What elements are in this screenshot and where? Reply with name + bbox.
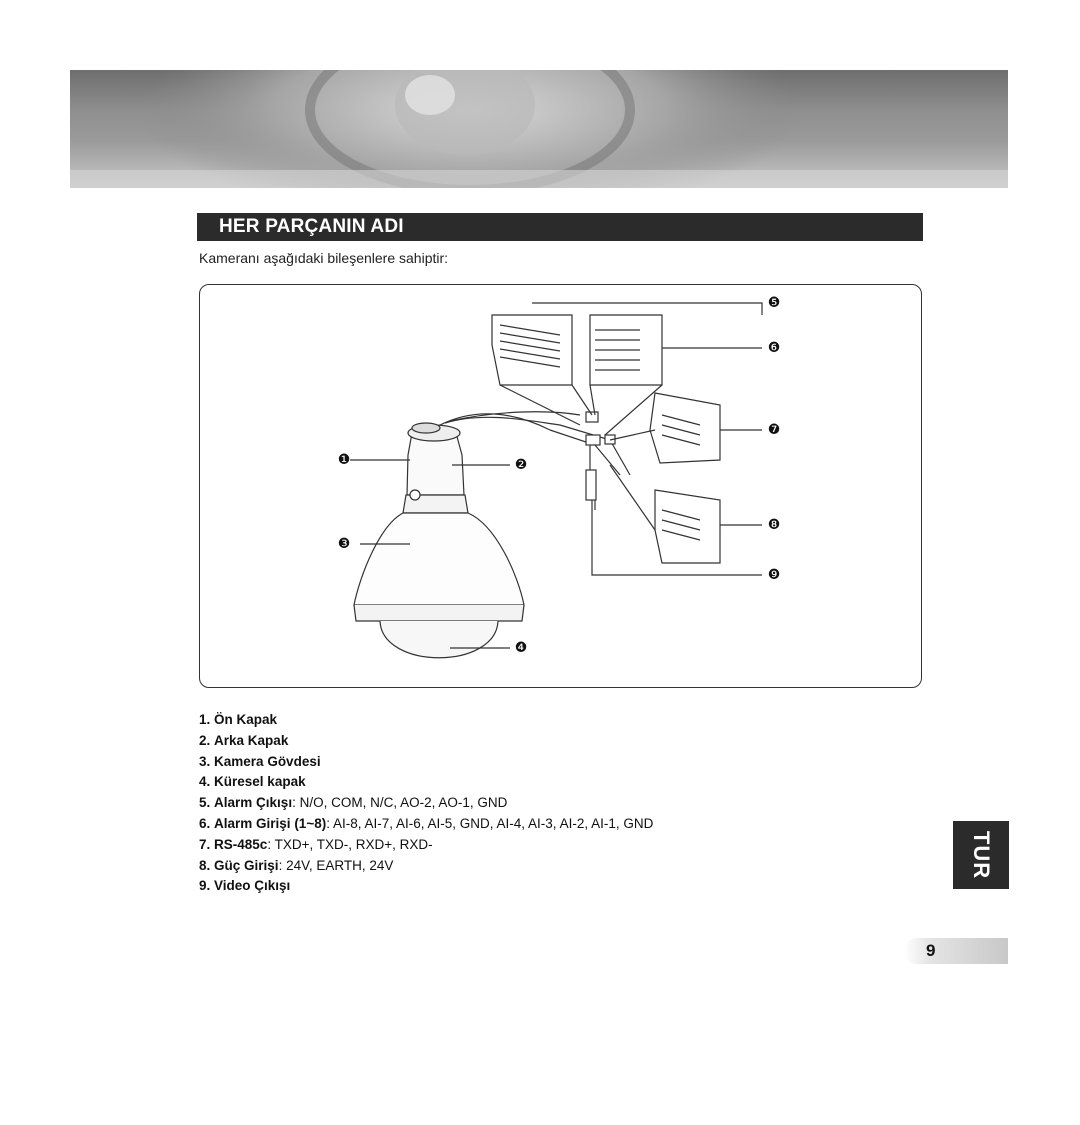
list-item: 1. Ön Kapak [199,712,278,727]
callout-2: ❷ [515,457,528,473]
page-number: 9 [904,938,1008,964]
header-banner-photo [70,70,1008,188]
language-tab: TUR [953,821,1009,889]
list-item: 2. Arka Kapak [199,732,289,748]
callout-4: ❹ [515,640,528,656]
list-item: 6. Alarm Girişi (1~8): AI-8, AI-7, AI-6,… [199,815,654,831]
list-item: 8. Güç Girişi: 24V, EARTH, 24V [199,857,394,873]
callout-1: ❶ [338,452,351,468]
callout-7: ❼ [768,422,781,438]
list-item: 7. RS-485c: TXD+, TXD-, RXD+, RXD- [199,836,433,852]
camera-parts-diagram: ❶ ❷ ❸ ❹ ❺ ❻ ❼ ❽ ❾ [199,284,922,688]
callout-8: ❽ [768,517,781,533]
list-item: 4. Küresel kapak [199,774,306,790]
callout-9: ❾ [768,567,781,583]
callout-6: ❻ [768,340,781,356]
callout-5: ❺ [768,295,781,311]
callout-3: ❸ [338,536,351,552]
parts-list: 1. Ön Kapak 2. Arka Kapak 3. Kamera Gövd… [199,710,653,897]
section-title: HER PARÇANIN ADI [197,213,923,241]
list-item: 5. Alarm Çıkışı: N/O, COM, N/C, AO-2, AO… [199,795,508,811]
intro-text: Kameranı aşağıdaki bileşenlere sahiptir: [199,250,449,266]
list-item: 3. Kamera Gövdesi [199,753,321,769]
list-item: 9. Video Çıkışı [199,878,291,894]
